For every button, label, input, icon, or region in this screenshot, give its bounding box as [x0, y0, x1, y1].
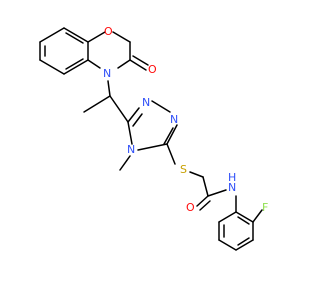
oxazinone-ring [87, 31, 149, 71]
triazole-n4-label: N [127, 143, 135, 156]
ethyl-linker [83, 80, 129, 123]
triazole-ring [119, 100, 178, 171]
sulfur-label: S [180, 163, 187, 176]
fluorophenyl-ring [218, 195, 263, 251]
lactam-oxygen-label: O [148, 63, 157, 76]
ring-oxygen-label: O [104, 25, 113, 38]
amide-oxygen-label: O [186, 201, 195, 214]
thioacetamide-chain [166, 143, 227, 211]
triazole-n2-label: N [170, 113, 178, 126]
triazole-n1-label: N [142, 96, 150, 109]
atom-labels: O O N N N N S O N H F [103, 25, 268, 214]
amide-nitrogen-label: N [228, 181, 236, 194]
structure-svg: O O N N N N S O N H F [39, 25, 268, 251]
amide-hydrogen-label: H [228, 171, 236, 184]
fluorine-label: F [262, 201, 268, 214]
molecule-diagram: O O N N N N S O N H F [39, 25, 268, 251]
benzoxazine-benzene-ring [39, 27, 89, 75]
lactam-nitrogen-label: N [103, 67, 111, 80]
